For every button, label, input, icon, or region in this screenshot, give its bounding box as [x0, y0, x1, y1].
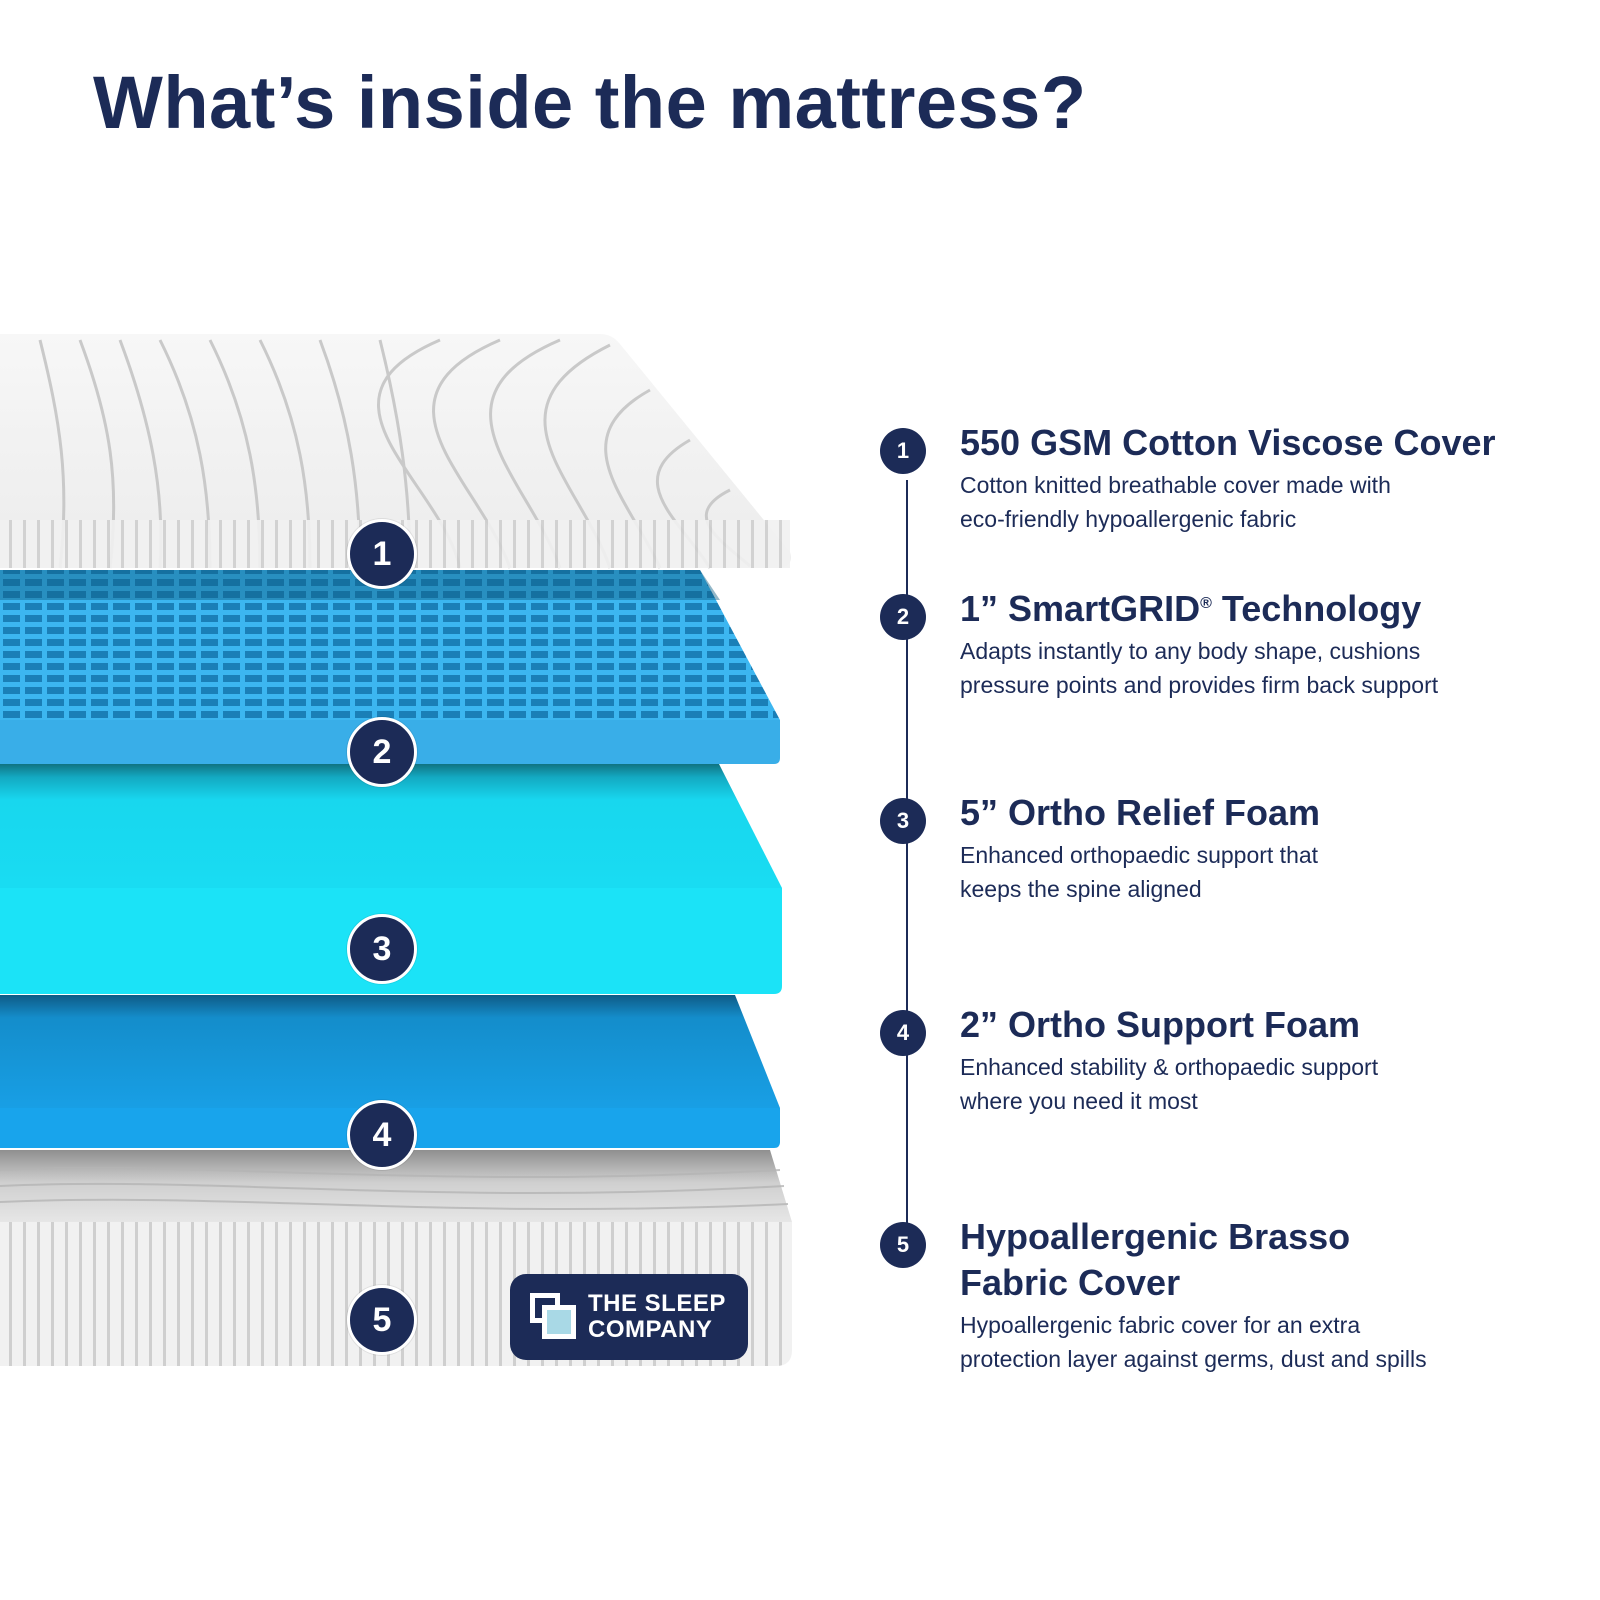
mattress-illustration: 1 2 3 4 5: [0, 330, 820, 1390]
illustration-badge-3: 3: [347, 914, 417, 984]
illustration-badge-1: 1: [347, 519, 417, 589]
logo-squares-icon: [530, 1293, 578, 1341]
legend-title: 550 GSM Cotton Viscose Cover: [960, 422, 1496, 463]
legend-title: 1” SmartGRID® Technology: [960, 586, 1600, 632]
illustration-badge-2: 2: [347, 717, 417, 787]
brand-name-line2: COMPANY: [588, 1316, 713, 1343]
legend-title: 5” Ortho Relief Foam: [960, 792, 1321, 833]
legend-description-line: Enhanced orthopaedic support that: [960, 842, 1319, 868]
illustration-badge-5: 5: [347, 1285, 417, 1355]
legend-description-line: where you need it most: [960, 1088, 1198, 1114]
legend-title-line2: Fabric Cover: [960, 1262, 1181, 1303]
legend-number-badge: 3: [880, 798, 926, 844]
legend-description-line: Adapts instantly to any body shape, cush…: [960, 638, 1421, 664]
legend-description-line: pressure points and provides firm back s…: [960, 672, 1439, 698]
legend-description-line: protection layer against germs, dust and…: [960, 1346, 1427, 1372]
legend-description-line: keeps the spine aligned: [960, 876, 1202, 902]
illustration-badge-4: 4: [347, 1100, 417, 1170]
registered-mark: ®: [1200, 595, 1212, 612]
brand-name-line1: THE SLEEP: [588, 1290, 726, 1317]
legend-connector-line: [906, 480, 908, 1250]
legend-description-line: eco-friendly hypoallergenic fabric: [960, 506, 1297, 532]
legend-number-badge: 2: [880, 594, 926, 640]
legend-number-badge: 5: [880, 1222, 926, 1268]
legend-number-badge: 1: [880, 428, 926, 474]
legend-description-line: Cotton knitted breathable cover made wit…: [960, 472, 1391, 498]
layer-4-ortho-support-foam: [0, 995, 780, 1148]
legend-title-main: 1” SmartGRID: [960, 588, 1201, 629]
brand-logo: THE SLEEP COMPANY: [510, 1274, 748, 1360]
legend-title: 2” Ortho Support Foam: [960, 1004, 1360, 1045]
legend-title-rest: Technology: [1211, 588, 1422, 629]
legend-number-badge: 4: [880, 1010, 926, 1056]
legend-description-line: Enhanced stability & orthopaedic support: [960, 1054, 1379, 1080]
page-title: What’s inside the mattress?: [93, 61, 1087, 144]
legend-title: Hypoallergenic Brasso: [960, 1216, 1351, 1257]
legend-description-line: Hypoallergenic fabric cover for an extra: [960, 1312, 1361, 1338]
